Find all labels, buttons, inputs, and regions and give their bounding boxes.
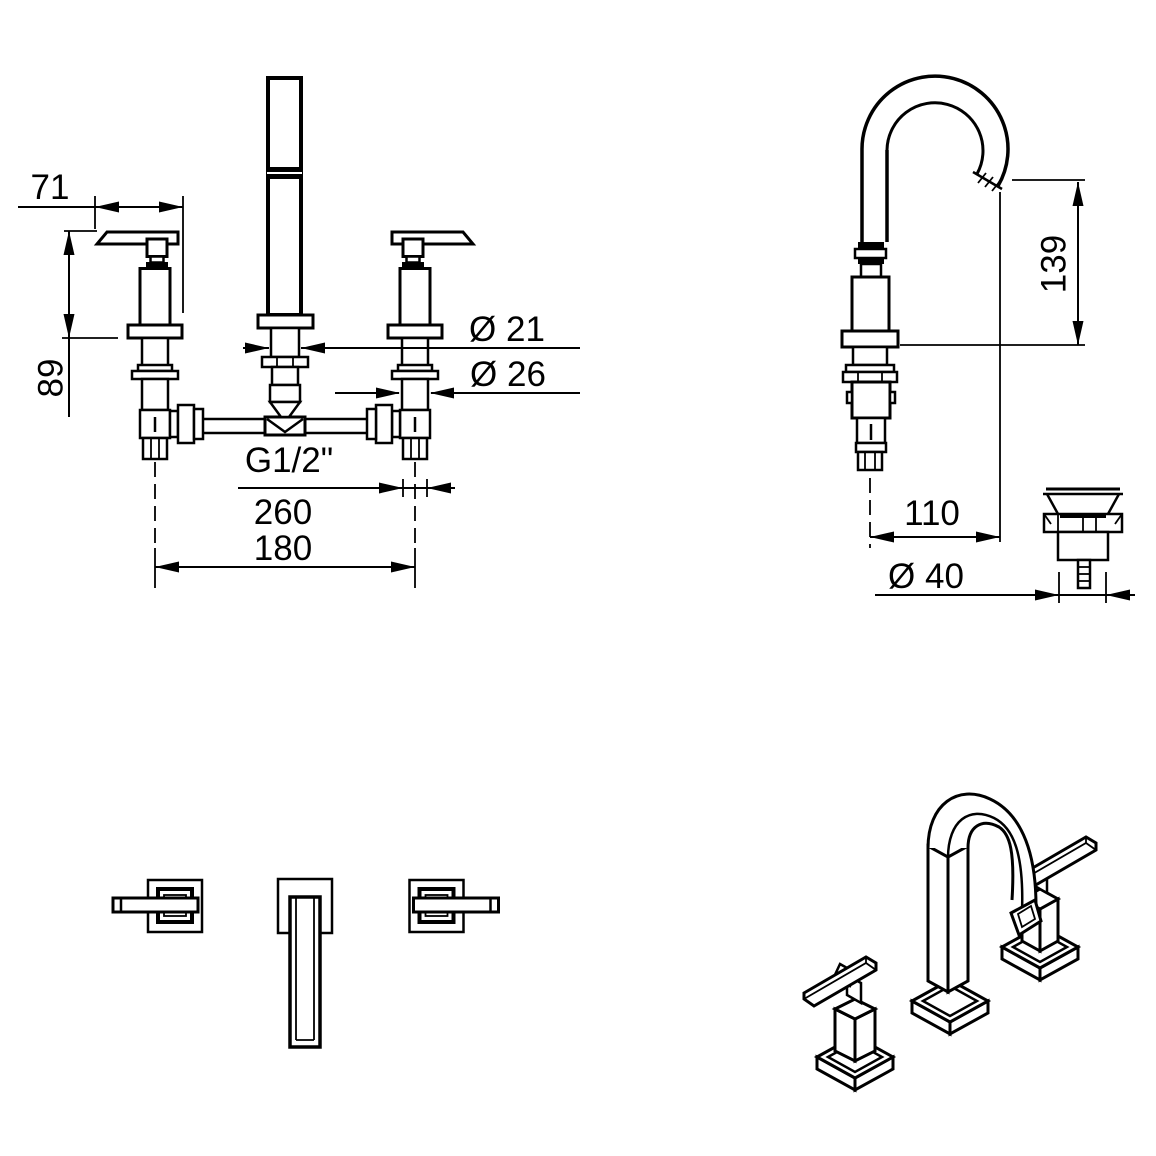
isometric-view — [802, 792, 1098, 1093]
front-view: 71 89 Ø 21 — [18, 76, 580, 588]
dim-label-outer-distance: 260 — [254, 493, 312, 532]
side-view: 139 110 Ø 40 — [840, 74, 1135, 603]
dim-label-handle-width: 71 — [31, 168, 70, 207]
dim-label-handle-height: 89 — [32, 359, 71, 398]
dim-label-spout-height: 139 — [1035, 235, 1074, 293]
iso-left-handle — [802, 955, 897, 1093]
side-spout — [840, 74, 1010, 548]
dim-valve-shank-diameter: Ø 26 — [335, 355, 580, 399]
dim-label-spout-shank-diameter: Ø 21 — [469, 310, 545, 349]
side-dimensions: 139 110 Ø 40 — [870, 179, 1135, 603]
dim-spout-height: 139 — [900, 179, 1085, 346]
top-view — [111, 877, 501, 1049]
dim-label-waste-diameter: Ø 40 — [888, 557, 964, 596]
dim-handle-height: 89 — [32, 230, 118, 417]
top-right-handle — [407, 878, 501, 934]
dim-thread-size: G1/2" — [238, 441, 455, 497]
front-dimensions: 71 89 Ø 21 — [18, 168, 580, 588]
dim-handle-width: 71 — [18, 168, 184, 313]
dim-spout-reach: 110 — [870, 192, 1001, 543]
dim-label-thread-size: G1/2" — [245, 441, 333, 480]
dim-label-valve-shank-diameter: Ø 26 — [470, 355, 546, 394]
dim-waste-diameter: Ø 40 — [875, 557, 1135, 603]
front-supply-pipe — [203, 415, 367, 437]
iso-spout — [908, 792, 1043, 1037]
dim-spout-shank-diameter: Ø 21 — [243, 310, 580, 354]
dim-hole-spacing: 260 180 — [154, 493, 416, 588]
dim-label-center-distance: 180 — [254, 529, 312, 568]
top-spout — [276, 877, 334, 1049]
drain-waste-plug — [1042, 487, 1124, 590]
front-left-handle — [95, 230, 205, 550]
front-spout — [256, 76, 315, 419]
dim-label-spout-reach: 110 — [904, 494, 960, 533]
top-left-handle — [111, 878, 204, 934]
